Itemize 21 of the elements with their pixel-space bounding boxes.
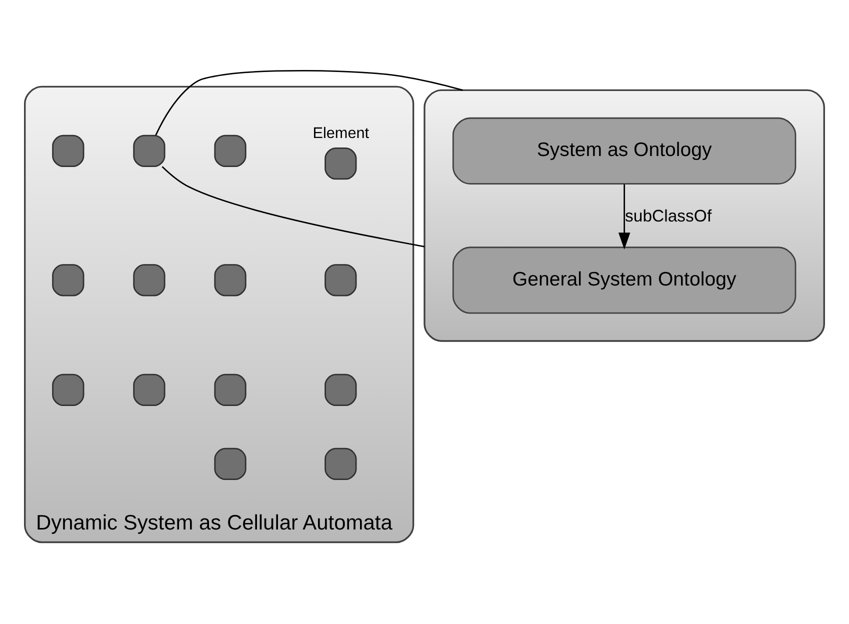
node-box [52, 264, 84, 296]
node-box [324, 264, 357, 296]
node-box [133, 374, 166, 406]
edge-label: subClassOf [625, 206, 712, 226]
node-box [52, 134, 84, 168]
cluster [424, 89, 825, 342]
node-box [214, 374, 246, 406]
connector [155, 70, 463, 136]
node-box [214, 134, 246, 168]
node-box [133, 134, 166, 168]
node-box [133, 264, 166, 296]
connector [162, 166, 425, 248]
node-box [324, 448, 357, 480]
node-box: General System Ontology [452, 246, 796, 314]
node-box [214, 448, 246, 480]
node-box: System as Ontology [452, 117, 796, 184]
node-box [214, 264, 246, 296]
node-box [324, 374, 357, 406]
node-label: Element [312, 125, 370, 142]
arrow [618, 184, 630, 250]
node-box [52, 374, 84, 406]
